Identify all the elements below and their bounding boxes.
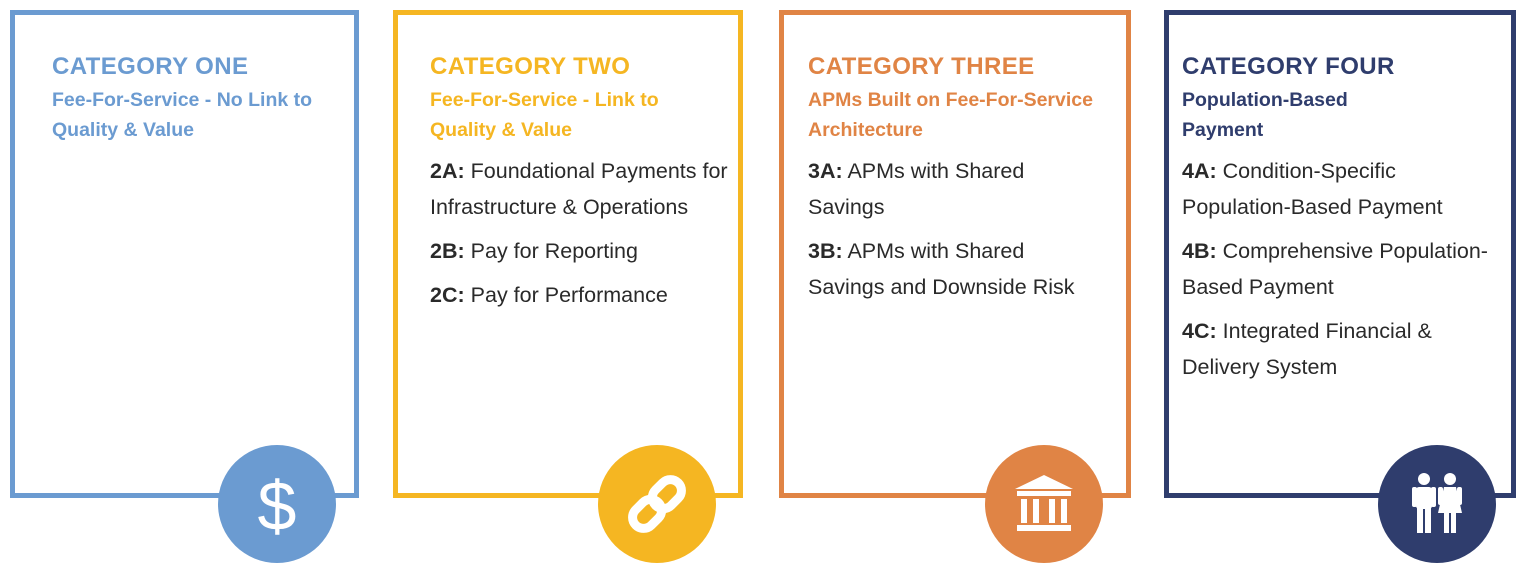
category-one-card: CATEGORY ONE Fee-For-Service - No Link t… [10,10,359,498]
category-title: CATEGORY TWO [430,53,631,80]
category-two-card: CATEGORY TWO Fee-For-Service - Link to Q… [393,10,743,498]
list-item: 2C: Pay for Performance [430,283,668,307]
category-three-card: CATEGORY THREE APMs Built on Fee-For-Ser… [779,10,1131,498]
list-item: 2B: Pay for Reporting [430,239,638,263]
category-two-badge [598,445,716,563]
category-title: CATEGORY ONE [52,53,249,80]
category-four-badge [1378,445,1496,563]
list-item: 3A: APMs with Shared Savings [808,159,1025,219]
bank-icon [1015,475,1073,531]
category-one-badge: $ [218,445,336,563]
category-subtitle: Fee-For-Service - No Link to Quality & V… [52,89,313,141]
category-title: CATEGORY FOUR [1182,53,1395,80]
svg-text:$: $ [258,467,297,544]
list-item: 3B: APMs with Shared Savings and Downsid… [808,239,1075,299]
category-four-card: CATEGORY FOUR Population-Based Payment 4… [1164,10,1516,498]
category-three-badge [985,445,1103,563]
list-item: 4A: Condition-Specific Population-Based … [1182,159,1443,219]
category-title: CATEGORY THREE [808,53,1035,80]
list-item: 4C: Integrated Financial & Delivery Syst… [1182,319,1432,379]
category-subtitle: Fee-For-Service - Link to Quality & Valu… [430,89,659,141]
list-item: 4B: Comprehensive Population-Based Payme… [1182,239,1488,299]
list-item: 2A: Foundational Payments for Infrastruc… [430,159,728,219]
dollar-icon: $ [258,467,297,544]
link-icon [628,475,686,533]
category-subtitle: Population-Based Payment [1182,89,1348,141]
people-icon [1412,473,1462,533]
category-subtitle: APMs Built on Fee-For-Service Architectu… [808,89,1093,141]
